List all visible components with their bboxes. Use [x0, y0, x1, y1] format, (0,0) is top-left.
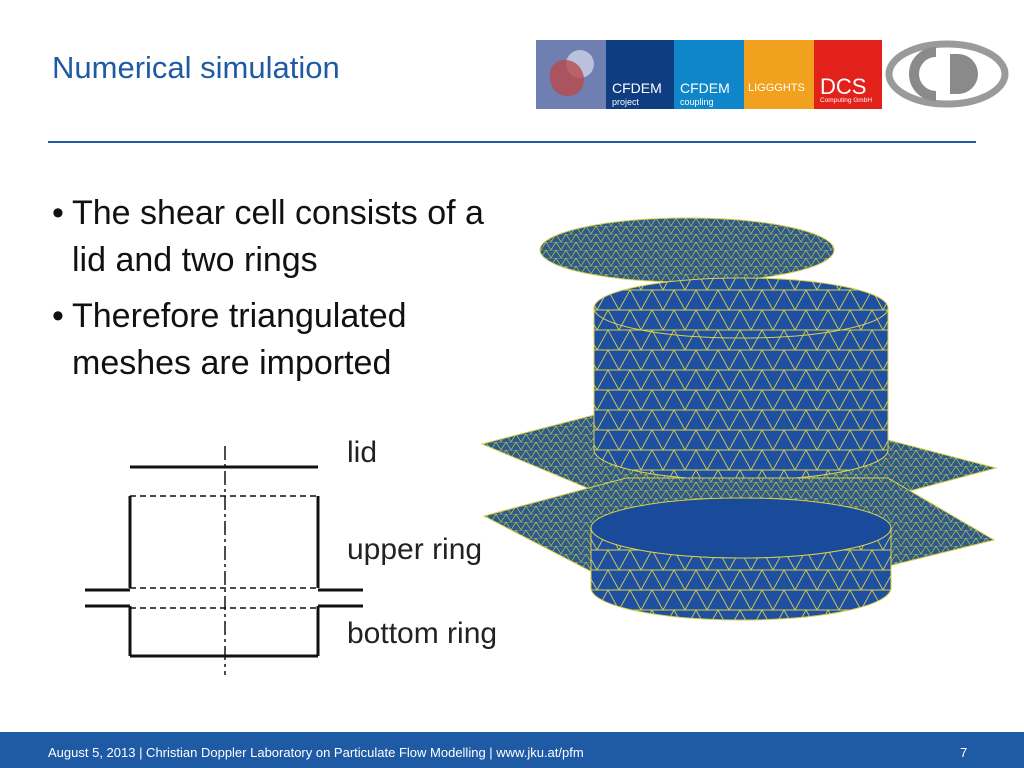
label-upper-ring: upper ring: [347, 533, 483, 566]
title-divider: [48, 141, 976, 143]
cfdem-coupling-logo: CFDEM coupling: [674, 40, 744, 109]
cfdem-coupling-sub: coupling: [680, 97, 714, 107]
dcs-name: DCS: [820, 74, 867, 99]
dcs-logo: DCS Computing GmbH: [814, 40, 882, 109]
liggghts-name: LIGGGHTS: [748, 82, 805, 94]
cd-laboratory-logo: [885, 40, 1009, 108]
bottom-ring-mesh: [590, 527, 892, 621]
cfdem-project-logo: CFDEM project: [606, 40, 674, 109]
logo-banner: CFDEM project CFDEM coupling LIGGGHTS DC…: [536, 40, 882, 109]
liggghts-logo: LIGGGHTS: [744, 40, 814, 109]
page-number: 7: [960, 745, 968, 760]
slide-title: Numerical simulation: [52, 50, 340, 85]
footer-text: August 5, 2013 | Christian Doppler Labor…: [48, 745, 584, 760]
slide-footer: August 5, 2013 | Christian Doppler Labor…: [0, 732, 1024, 768]
shear-cell-schematic: [85, 446, 363, 675]
label-bottom-ring: bottom ring: [347, 617, 498, 650]
bullet-item: Therefore triangulated meshes are import…: [52, 293, 492, 387]
label-lid: lid: [347, 436, 378, 469]
bullet-item: The shear cell consists of a lid and two…: [52, 190, 492, 284]
cfdem-project-name: CFDEM: [612, 80, 662, 96]
bullet-list: The shear cell consists of a lid and two…: [52, 190, 492, 396]
simulation-thumbnail: [536, 40, 606, 109]
lid-mesh: [539, 217, 835, 283]
triangulated-mesh-illustration: [480, 217, 998, 621]
cfdem-project-sub: project: [612, 97, 640, 107]
dcs-sub: Computing GmbH: [820, 97, 873, 104]
cfdem-coupling-name: CFDEM: [680, 80, 730, 96]
